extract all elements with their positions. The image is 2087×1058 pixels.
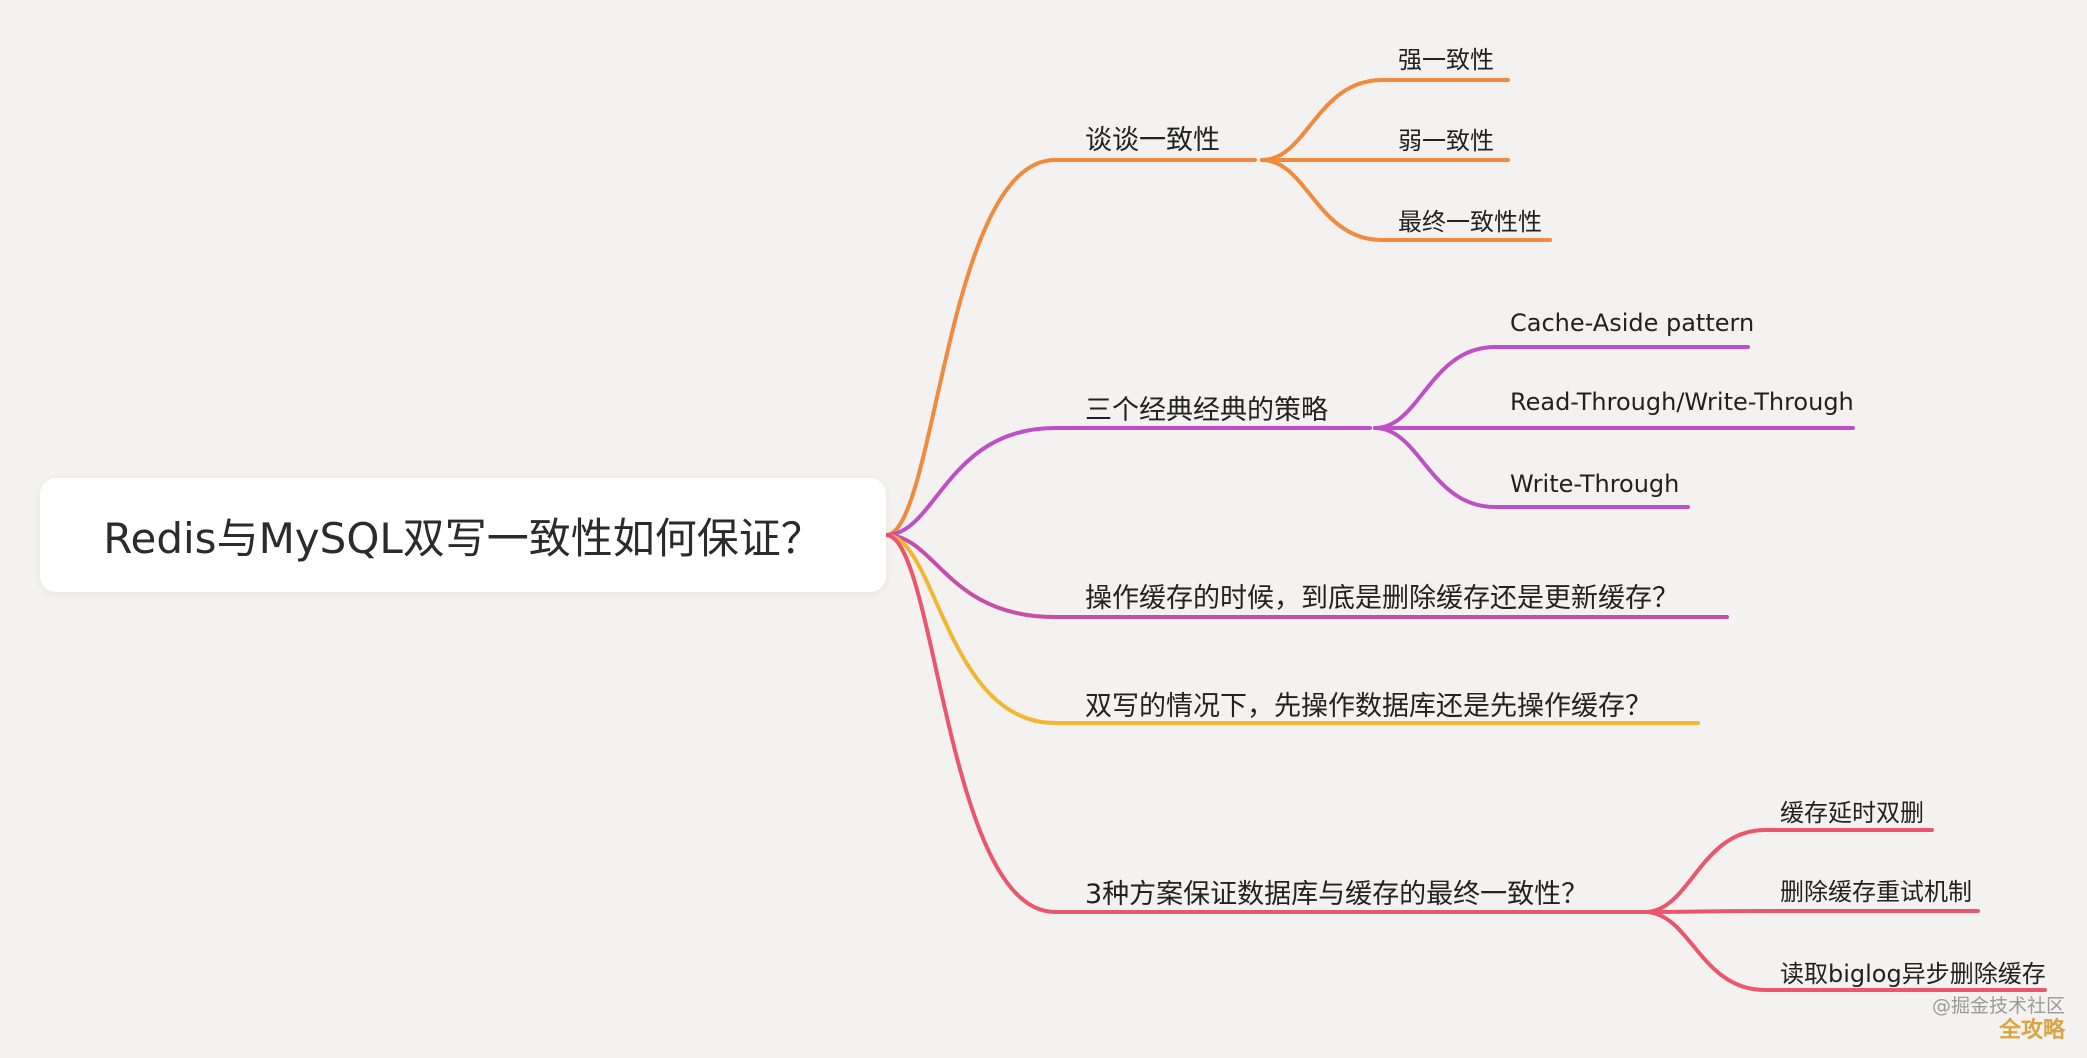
leaf-connector [1260, 78, 1510, 162]
leaf-connector [1643, 910, 2047, 992]
branch-connector [884, 426, 1372, 537]
branch-connector [884, 533, 1729, 619]
leaf-connector [1643, 828, 1934, 914]
root-node[interactable]: Redis与MySQL双写一致性如何保证？ [40, 478, 886, 592]
branch-consistency[interactable]: 谈谈一致性 [1085, 125, 1220, 156]
leaf-weak-consistency[interactable]: 弱一致性 [1398, 127, 1494, 155]
branch-strategies[interactable]: 三个经典经典的策略 [1085, 395, 1328, 426]
leaf-connector [1373, 426, 1690, 509]
branch-db-or-cache-first[interactable]: 双写的情况下，先操作数据库还是先操作缓存？ [1085, 691, 1652, 722]
leaf-connector [1373, 345, 1750, 430]
branch-connector [884, 158, 1257, 537]
leaf-eventual-consistency[interactable]: 最终一致性性 [1398, 208, 1542, 236]
leaf-delete-retry[interactable]: 删除缓存重试机制 [1780, 878, 1972, 906]
branch-connector [884, 533, 1647, 914]
watermark-text: @掘金技术社区 [1931, 994, 2065, 1017]
branch-connector [884, 533, 1700, 725]
branch-eventual-consistency-schemes[interactable]: 3种方案保证数据库与缓存的最终一致性？ [1085, 879, 1589, 910]
leaf-cache-aside[interactable]: Cache-Aside pattern [1510, 309, 1755, 337]
leaf-binlog-async-delete[interactable]: 读取biglog异步删除缓存 [1780, 960, 2046, 988]
leaf-write-through[interactable]: Write-Through [1510, 470, 1680, 498]
leaf-delayed-double-delete[interactable]: 缓存延时双删 [1780, 799, 1924, 827]
watermark: @掘金技术社区 全攻略 [1932, 995, 2065, 1044]
root-node-label: Redis与MySQL双写一致性如何保证？ [103, 513, 823, 563]
watermark-brand: 全攻略 [1998, 1017, 2065, 1043]
branch-delete-or-update[interactable]: 操作缓存的时候，到底是删除缓存还是更新缓存？ [1085, 583, 1679, 614]
leaf-connector [1260, 158, 1552, 242]
leaf-strong-consistency[interactable]: 强一致性 [1398, 46, 1494, 74]
leaf-read-write-through[interactable]: Read-Through/Write-Through [1510, 388, 1854, 416]
leaf-connector [1643, 909, 1980, 914]
